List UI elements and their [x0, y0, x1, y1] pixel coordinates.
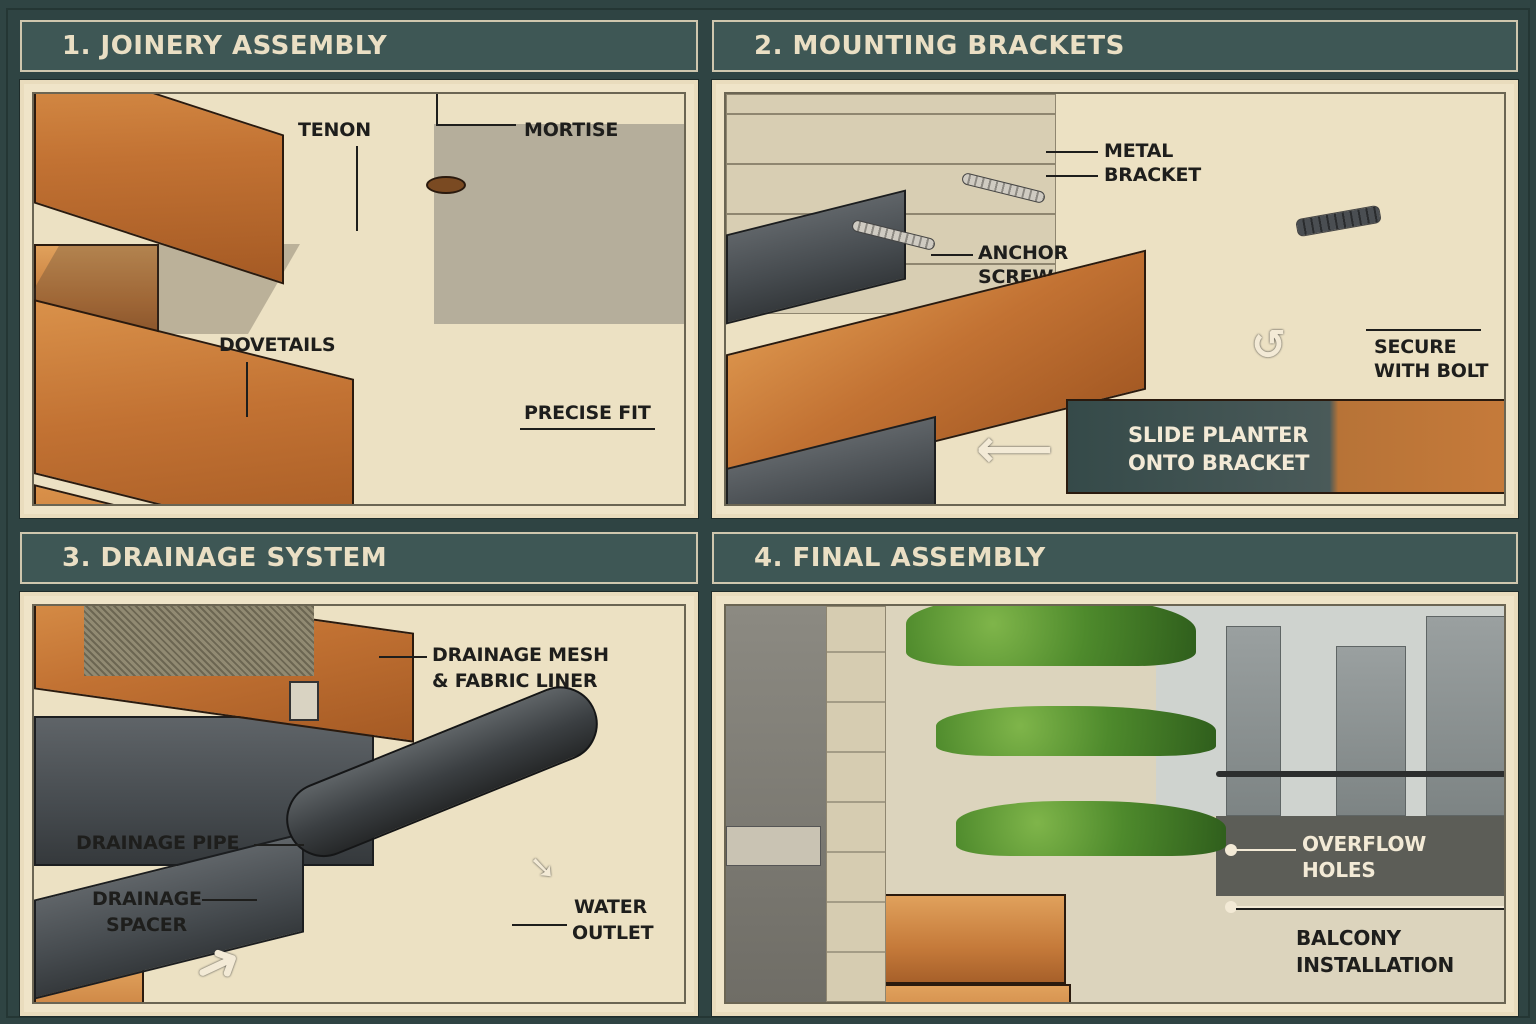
leader-line [379, 656, 427, 658]
leader-line [356, 146, 358, 231]
plants-bottom [956, 801, 1226, 856]
rotate-arrow-icon: ↺ [1251, 321, 1287, 368]
panel-title: 2. MOUNTING BRACKETS [754, 31, 1125, 61]
panel-body: DRAINAGE MESH & FABRIC LINER ➜ ➘ DRAINAG… [19, 591, 699, 1017]
leader-line [1046, 175, 1098, 177]
leader-line [1046, 151, 1098, 153]
leader-line [1236, 906, 1504, 908]
panel-title: 4. FINAL ASSEMBLY [754, 543, 1046, 573]
down-arrow-icon: ➘ [529, 849, 556, 885]
label-overflow-line1: OVERFLOW [1302, 832, 1427, 856]
building [1336, 646, 1406, 816]
illustration-joinery: TENON MORTISE DOVETAILS PRECISE FIT [32, 92, 686, 506]
panel-joinery-assembly: 1. JOINERY ASSEMBLY TENON MORTISE DOVETA… [19, 20, 699, 519]
bolt [1295, 204, 1382, 238]
illustration-final: OVERFLOW HOLES BALCONY INSTALLATION [724, 604, 1506, 1004]
leader-line [931, 254, 973, 256]
panel-mounting-brackets: 2. MOUNTING BRACKETS METAL BRACKET ANCHO… [711, 20, 1519, 519]
plants-top [906, 606, 1196, 666]
panel-body: TENON MORTISE DOVETAILS PRECISE FIT [19, 79, 699, 519]
label-metal-bracket-line2: BRACKET [1104, 164, 1202, 186]
label-anchor-screw-line1: ANCHOR [978, 242, 1069, 264]
leader-line [246, 362, 248, 417]
label-tenon: TENON [298, 119, 371, 141]
panel-final-assembly: 4. FINAL ASSEMBLY [711, 532, 1519, 1017]
balcony-floor-wall [1216, 816, 1504, 896]
callout-dot [1225, 901, 1237, 913]
leader-line [512, 924, 567, 926]
panel-title: 1. JOINERY ASSEMBLY [62, 31, 388, 61]
leader-line [436, 94, 438, 126]
panel-body: OVERFLOW HOLES BALCONY INSTALLATION [711, 591, 1519, 1017]
label-secure-bolt-line1: SECURE [1374, 336, 1457, 358]
panel-title: 3. DRAINAGE SYSTEM [62, 543, 388, 573]
shadow [434, 124, 684, 324]
leader-line [202, 899, 257, 901]
leader-line [1366, 329, 1481, 331]
brick-column [826, 606, 886, 1002]
fabric-block [289, 681, 319, 721]
panel-header: 3. DRAINAGE SYSTEM [20, 532, 698, 584]
label-mortise: MORTISE [524, 119, 619, 141]
label-overflow-line2: HOLES [1302, 858, 1376, 882]
leader-line [1236, 908, 1504, 910]
label-secure-bolt-line2: WITH BOLT [1374, 360, 1489, 382]
building [1426, 616, 1504, 816]
leader-line [1236, 849, 1296, 851]
label-mesh-line1: DRAINAGE MESH [432, 644, 609, 666]
label-spacer-line2: SPACER [106, 914, 187, 936]
leader-line [254, 844, 304, 846]
plants-middle [936, 706, 1216, 756]
label-underline [520, 428, 655, 430]
building [1226, 626, 1281, 816]
illustration-drainage: DRAINAGE MESH & FABRIC LINER ➜ ➘ DRAINAG… [32, 604, 686, 1004]
label-precise-fit: PRECISE FIT [524, 402, 651, 424]
label-drainage-pipe: DRAINAGE PIPE [76, 832, 240, 854]
label-metal-bracket-line1: METAL [1104, 140, 1174, 162]
label-outlet-line1: WATER [574, 896, 647, 918]
panel-body: METAL BRACKET ANCHOR SCREW ↺ SECURE WITH… [711, 79, 1519, 519]
panel-header: 1. JOINERY ASSEMBLY [20, 20, 698, 72]
panel-drainage-system: 3. DRAINAGE SYSTEM DRAINAGE MESH & FABRI… [19, 532, 699, 1017]
leader-line [436, 124, 516, 126]
label-balcony-line1: BALCONY [1296, 926, 1401, 950]
slide-arrow-icon: ⟵ [976, 419, 1054, 479]
side-wall [726, 606, 826, 1002]
planter-box-2 [1066, 399, 1504, 494]
balcony-railing [1216, 771, 1504, 777]
label-dovetails: DOVETAILS [219, 334, 336, 356]
mortise-hole [426, 176, 466, 194]
panel-header: 4. FINAL ASSEMBLY [712, 532, 1518, 584]
panel-header: 2. MOUNTING BRACKETS [712, 20, 1518, 72]
poster-frame [6, 8, 1530, 1018]
illustration-brackets: METAL BRACKET ANCHOR SCREW ↺ SECURE WITH… [724, 92, 1506, 506]
counter [726, 826, 821, 866]
label-outlet-line2: OUTLET [572, 922, 654, 944]
label-slide-planter-line2: ONTO BRACKET [1128, 451, 1310, 475]
label-slide-planter-line1: SLIDE PLANTER [1128, 423, 1309, 447]
callout-dot [1225, 844, 1237, 856]
label-spacer-line1: DRAINAGE [92, 888, 202, 910]
label-balcony-line2: INSTALLATION [1296, 953, 1454, 977]
drainage-mesh [84, 606, 314, 676]
